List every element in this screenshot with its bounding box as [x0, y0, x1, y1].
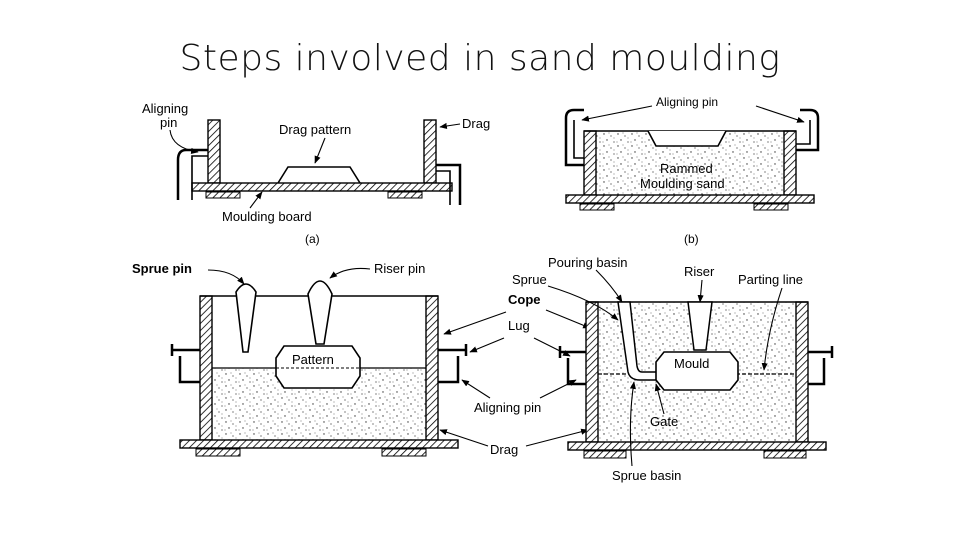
step-b-rammed-sand: Aligning pin Rammed Moulding sand (b)	[564, 95, 820, 246]
label-a-moulding-board: Moulding board	[222, 209, 312, 224]
label-d-pouring-basin: Pouring basin	[548, 255, 628, 270]
label-a-drag-pattern: Drag pattern	[279, 122, 351, 137]
label-d-gate: Gate	[650, 414, 678, 429]
label-b-rammed-1: Rammed	[660, 161, 713, 176]
step-d-assembled-mould: Pouring basin Sprue Riser Parting line M…	[512, 255, 834, 483]
label-a-aligning-pin-1: Aligning	[142, 101, 188, 116]
label-b-aligning-pin: Aligning pin	[656, 95, 718, 109]
caption-a: (a)	[305, 232, 320, 246]
label-d-parting-line: Parting line	[738, 272, 803, 287]
label-b-rammed-2: Moulding sand	[640, 176, 725, 191]
label-d-sprue: Sprue	[512, 272, 547, 287]
label-lug: Lug	[508, 318, 530, 333]
label-a-drag: Drag	[462, 116, 490, 131]
label-a-aligning-pin-2: pin	[160, 115, 177, 130]
label-d-mould: Mould	[674, 356, 709, 371]
label-d-sprue-basin: Sprue basin	[612, 468, 681, 483]
caption-b: (b)	[684, 232, 699, 246]
label-aligning-pin: Aligning pin	[474, 400, 541, 415]
label-drag: Drag	[490, 442, 518, 457]
step-a-drag-on-board: Aligning pin Drag pattern Drag Moulding …	[142, 101, 490, 246]
label-c-pattern: Pattern	[292, 352, 334, 367]
shared-labels: Cope Lug Aligning pin Drag	[439, 292, 591, 457]
label-c-sprue-pin: Sprue pin	[132, 261, 192, 276]
step-c-cope-with-pins: Sprue pin Riser pin Pattern	[132, 261, 468, 457]
label-d-riser: Riser	[684, 264, 715, 279]
label-c-riser-pin: Riser pin	[374, 261, 425, 276]
label-cope: Cope	[508, 292, 541, 307]
slide-title: Steps involved in sand moulding	[179, 38, 781, 79]
